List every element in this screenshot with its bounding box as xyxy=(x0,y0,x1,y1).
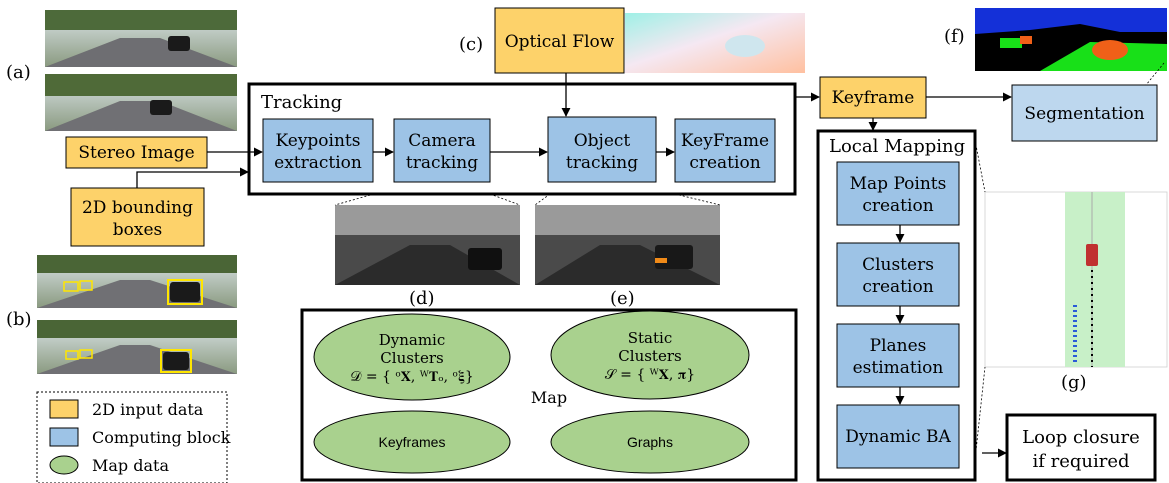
tracking-title: Tracking xyxy=(261,92,342,113)
keyframe-label: Keyframe xyxy=(832,88,915,108)
legend-map-swatch xyxy=(49,455,79,475)
keyframe-creation-label-2: creation xyxy=(689,153,760,173)
loop-closure-label-2: if required xyxy=(1032,451,1129,472)
stereo-image-block: Stereo Image xyxy=(65,136,208,169)
clusters-creation-block: Clusters creation xyxy=(836,242,960,307)
legend-computing-swatch xyxy=(49,427,79,447)
panel-label-b: (b) xyxy=(6,309,32,330)
bounding-boxes-label-1: 2D bounding xyxy=(82,198,193,218)
loop-closure-label-1: Loop closure xyxy=(1022,427,1140,448)
segmentation-label: Segmentation xyxy=(1024,104,1144,124)
top-view-map xyxy=(984,191,1168,368)
connectors xyxy=(136,62,1165,461)
legend-computing-label: Computing block xyxy=(92,428,231,447)
tracking-container: Tracking xyxy=(247,82,797,196)
clusters-label-2: creation xyxy=(862,277,933,297)
dynamic-formula: 𝒟 = { ᵒ𝐗, ᵂ𝐓ₒ, ᵒ𝛏} xyxy=(350,369,474,385)
legend-input-swatch xyxy=(49,399,79,419)
local-mapping-title: Local Mapping xyxy=(829,136,965,157)
map-points-label-2: creation xyxy=(862,196,933,216)
bbox-image-top xyxy=(37,255,237,308)
camera-label-2: tracking xyxy=(406,153,478,173)
dynamic-ba-label: Dynamic BA xyxy=(845,427,951,447)
legend-input-label: 2D input data xyxy=(92,400,204,419)
panel-label-e: (e) xyxy=(610,288,635,309)
bounding-boxes-block: 2D bounding boxes xyxy=(70,187,205,247)
segmentation-block: Segmentation xyxy=(1011,84,1158,142)
keypoints-block: Keypoints extraction xyxy=(262,118,374,183)
map-points-label-1: Map Points xyxy=(850,174,947,194)
dynamic-label-1: Dynamic xyxy=(379,331,446,349)
optical-flow-image xyxy=(625,13,805,73)
static-formula: 𝒮 = { ᵂ𝐗, 𝛑} xyxy=(605,367,695,383)
planes-label-1: Planes xyxy=(870,336,927,356)
camera-tracking-block: Camera tracking xyxy=(393,118,491,183)
legend: 2D input data Computing block Map data xyxy=(36,391,231,483)
object-tracking-image xyxy=(535,205,720,285)
local-mapping-container: Local Mapping xyxy=(816,129,977,482)
bounding-boxes-label-2: boxes xyxy=(113,220,163,240)
map-points-block: Map Points creation xyxy=(836,161,960,226)
legend-map-label: Map data xyxy=(92,456,169,475)
keyframe-creation-label-1: KeyFrame xyxy=(681,131,769,151)
keyframes-label: Keyframes xyxy=(379,434,446,450)
optical-flow-block: Optical Flow xyxy=(494,7,625,74)
planes-label-2: estimation xyxy=(853,358,944,378)
stereo-image-bottom xyxy=(45,74,237,131)
keyframe-block: Keyframe xyxy=(819,76,927,119)
panel-label-f: (f) xyxy=(944,26,965,47)
static-clusters-ellipse: Static Clusters 𝒮 = { ᵂ𝐗, 𝛑} xyxy=(550,310,750,400)
object-label-2: tracking xyxy=(566,153,638,173)
clusters-label-1: Clusters xyxy=(862,255,934,275)
dynamic-ba-block: Dynamic BA xyxy=(836,404,960,469)
segmentation-image xyxy=(975,8,1167,71)
map-container: Map xyxy=(300,308,798,482)
camera-label-1: Camera xyxy=(408,131,476,151)
panel-label-a: (a) xyxy=(6,62,31,83)
static-label-1: Static xyxy=(628,329,672,347)
camera-tracking-image xyxy=(335,205,520,285)
keyframe-creation-block: KeyFrame creation xyxy=(674,118,776,183)
bbox-image-bottom xyxy=(37,320,237,374)
object-label-1: Object xyxy=(574,131,631,151)
graphs-ellipse: Graphs xyxy=(550,410,750,474)
panel-label-g: (g) xyxy=(1061,372,1087,393)
object-tracking-block: Object tracking xyxy=(547,116,657,183)
keyframes-ellipse: Keyframes xyxy=(313,410,511,474)
map-title: Map xyxy=(531,388,567,407)
dynamic-clusters-ellipse: Dynamic Clusters 𝒟 = { ᵒ𝐗, ᵂ𝐓ₒ, ᵒ𝛏} xyxy=(313,313,511,401)
keypoints-label-1: Keypoints xyxy=(276,131,361,151)
planes-estimation-block: Planes estimation xyxy=(836,323,960,388)
stereo-image-label: Stereo Image xyxy=(78,143,194,163)
optical-flow-label: Optical Flow xyxy=(505,32,615,52)
panel-label-c: (c) xyxy=(459,34,483,55)
loop-closure-block: Loop closure if required xyxy=(1005,413,1157,482)
keypoints-label-2: extraction xyxy=(274,153,362,173)
dynamic-label-2: Clusters xyxy=(380,349,443,367)
panel-label-d: (d) xyxy=(409,288,435,309)
graphs-label: Graphs xyxy=(627,434,673,450)
static-label-2: Clusters xyxy=(618,347,681,365)
stereo-image-top xyxy=(45,10,237,67)
